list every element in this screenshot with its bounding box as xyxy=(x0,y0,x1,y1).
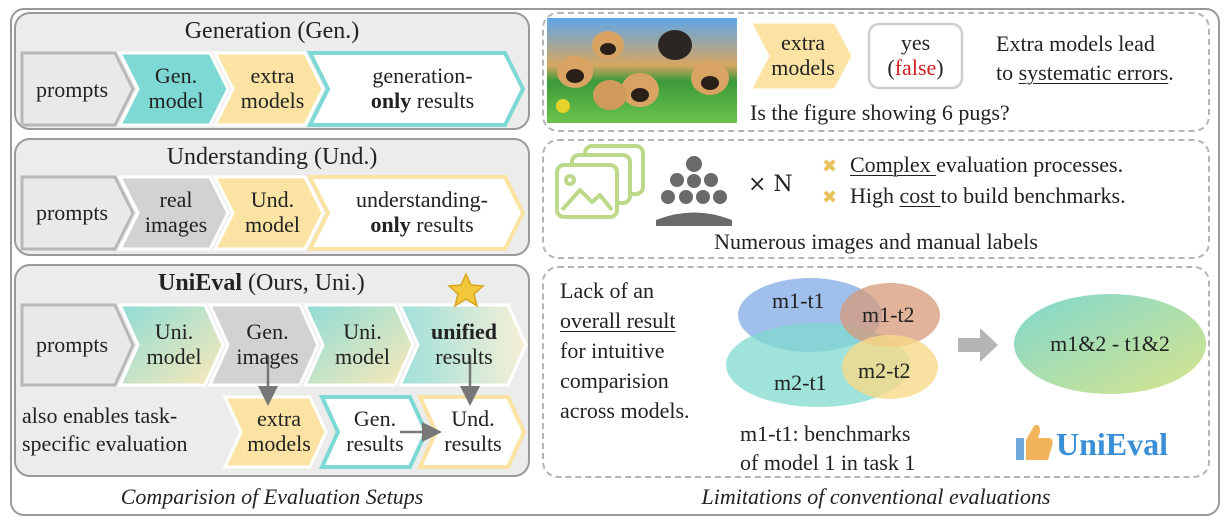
pug-image xyxy=(547,18,737,123)
gen-chevrons xyxy=(20,51,526,127)
venn-m2t1: m2-t1 xyxy=(774,370,827,395)
figure-frame xyxy=(10,8,1220,516)
und-chevrons xyxy=(20,175,526,251)
arrow-right-icon xyxy=(958,328,998,362)
und-step-results: understanding-only results xyxy=(356,187,488,237)
top-note: Extra models lead to systematic errors. xyxy=(996,31,1174,85)
lack-text: Lack of an overall result for intuitive … xyxy=(560,278,690,423)
venn-m1t1: m1-t1 xyxy=(772,288,825,313)
und-step-prompts: prompts xyxy=(35,199,109,225)
venn-diagram xyxy=(726,278,940,407)
uni-step-gen-images: Gen.images xyxy=(236,319,299,369)
uni-note: also enables task-specific evaluation xyxy=(22,403,188,456)
mid-bullet-1: Complex evaluation processes. xyxy=(850,152,1124,177)
uni-sub-gen-results: Gen.results xyxy=(346,406,404,456)
overall-result-panel xyxy=(542,266,1210,478)
gen-step-prompts: prompts xyxy=(35,76,109,102)
thumbs-up-icon xyxy=(1016,424,1053,460)
gen-title: Generation (Gen.) xyxy=(184,18,360,44)
und-step-und-model: Und.model xyxy=(245,187,300,237)
gen-step-results: generation-only results xyxy=(370,63,475,113)
uni-sub-und-results: Und.results xyxy=(444,406,502,456)
uni-title: UniEval (Ours, Uni.) xyxy=(158,270,365,296)
uni-step-prompts: prompts xyxy=(35,331,109,357)
gen-step-gen-model: Gen.model xyxy=(148,63,204,113)
left-caption: Comparision of Evaluation Setups xyxy=(120,484,424,509)
uni-step-uni-model-1: Uni.model xyxy=(146,319,202,369)
unieval-logo: UniEval xyxy=(1056,426,1169,462)
cross-icon: ✖ xyxy=(822,187,837,208)
legend-text: m1-t1: benchmarks of model 1 in task 1 xyxy=(740,421,916,475)
merged-ellipse xyxy=(1014,294,1206,394)
mid-times: × N xyxy=(748,172,793,197)
mid-caption: Numerous images and manual labels xyxy=(714,229,1038,254)
cross-icon: ✖ xyxy=(822,156,837,177)
uni-step-uni-model-2: Uni.model xyxy=(335,319,390,369)
answer-box xyxy=(867,22,964,90)
extra-models-panel xyxy=(542,12,1210,132)
top-question: Is the figure showing 6 pugs? xyxy=(750,100,1010,125)
venn-m1t2: m1-t2 xyxy=(862,302,915,327)
venn-m2t2: m2-t2 xyxy=(858,358,911,383)
mid-bullet-2: High cost to build benchmarks. xyxy=(850,183,1126,208)
und-title: Understanding (Und.) xyxy=(166,144,378,170)
people-icon xyxy=(656,156,732,226)
merged-label: m1&2 - t1&2 xyxy=(1050,331,1170,356)
right-caption: Limitations of conventional evaluations xyxy=(701,484,1051,509)
image-stack-icon xyxy=(555,144,645,219)
star-icon xyxy=(447,272,485,308)
cost-panel xyxy=(542,139,1210,259)
uni-chevrons xyxy=(20,303,528,469)
top-answer: yes(false) xyxy=(887,30,944,80)
